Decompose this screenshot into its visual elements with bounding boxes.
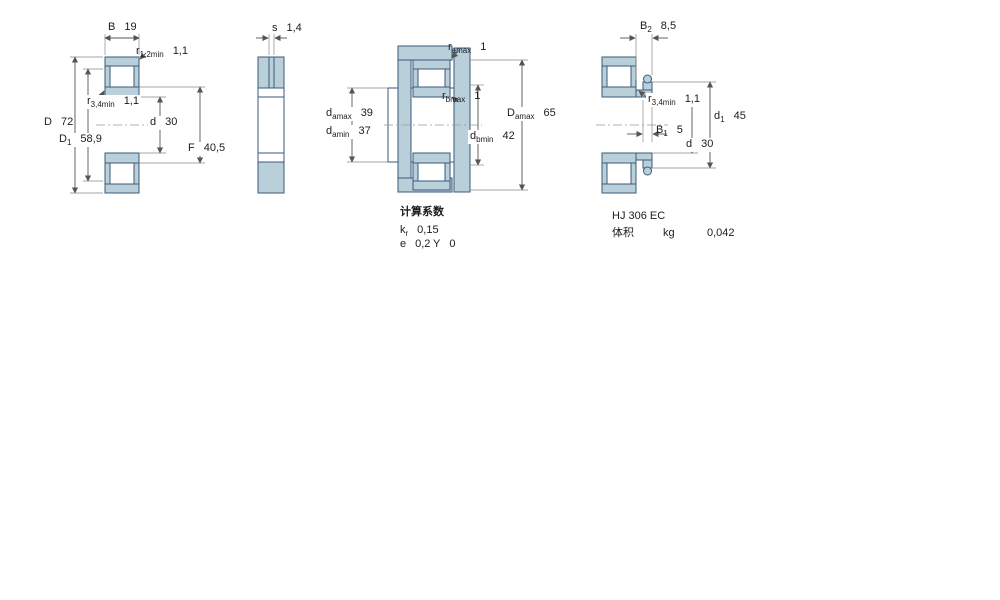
- flange-bottom-right: [630, 162, 637, 185]
- inner-ring-bottom: [601, 152, 637, 164]
- leader-ramax: [451, 49, 460, 59]
- roller-bottom: [109, 162, 135, 185]
- outer-ring-top: [104, 56, 140, 67]
- flange-top-right: [630, 65, 637, 88]
- outer-ring-flange-top-left: [104, 65, 111, 88]
- outer-ring-flange-bottom-right: [133, 162, 140, 185]
- inner-ring-top: [412, 86, 451, 98]
- outer-ring-top: [601, 56, 637, 67]
- inner-ring-top: [601, 86, 637, 98]
- leader-r12: [139, 52, 147, 60]
- flange-bottom-left: [412, 162, 419, 182]
- hj-sleeve-bottom: [635, 152, 653, 161]
- flange-bottom-right: [444, 162, 451, 182]
- flange-top-left: [601, 65, 608, 88]
- inner-ring-bottom: [104, 152, 140, 164]
- housing-shoulder-top: [397, 45, 453, 61]
- roller-top: [417, 68, 446, 88]
- front-section-view: [70, 34, 205, 194]
- leader-rbmax: [451, 96, 459, 104]
- outer-ring-flange-bottom-left: [104, 162, 111, 185]
- mounting-dimensions-view: [347, 45, 528, 193]
- housing-wall: [397, 45, 412, 193]
- hj-mass-value: 0,042: [707, 227, 735, 239]
- roller-bottom: [417, 162, 446, 182]
- outer-ring-top: [412, 59, 451, 70]
- roller-top: [109, 65, 135, 88]
- hj-mass-label: 体积: [612, 227, 634, 239]
- hj-mass-unit: kg: [663, 227, 675, 239]
- outer-ring-bottom: [104, 183, 140, 194]
- outer-ring-flange-top-right: [133, 65, 140, 88]
- inner-ring-bottom: [412, 152, 451, 164]
- hj-lip-bottom: [643, 166, 652, 176]
- outer-ring-bottom: [412, 180, 451, 191]
- roller-top: [606, 65, 632, 88]
- side-profile-view: [256, 34, 287, 194]
- side-ring-top: [257, 56, 285, 89]
- flange-top-left: [412, 68, 419, 88]
- abutment-ring: [453, 47, 471, 193]
- calc-factors-title: 计算系数: [400, 206, 444, 218]
- flange-top-right: [444, 68, 451, 88]
- hj-ring-view: [596, 34, 716, 194]
- roller-bottom: [606, 162, 632, 185]
- side-ring-bottom: [257, 161, 285, 194]
- flange-bottom-left: [601, 162, 608, 185]
- outer-ring-bottom: [601, 183, 637, 194]
- hj-lip-top: [643, 74, 652, 84]
- hj-designation: HJ 306 EC: [612, 210, 666, 222]
